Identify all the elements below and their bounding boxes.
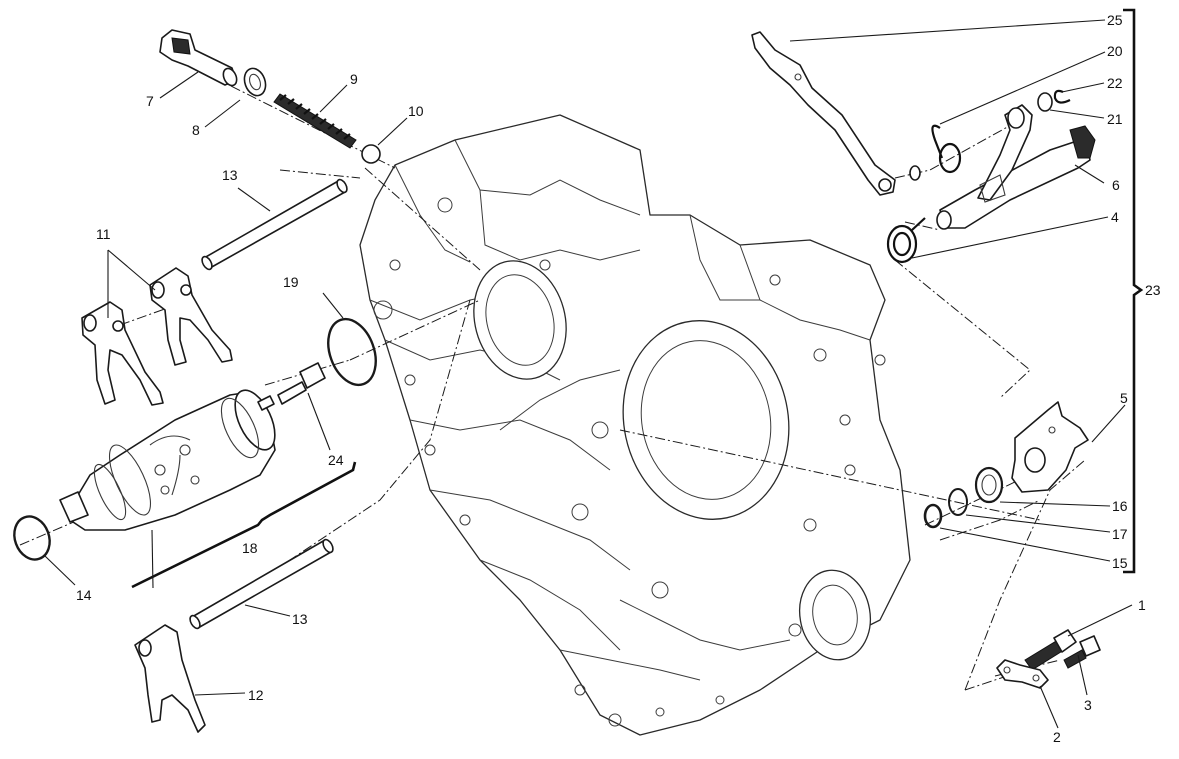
part-21-washer[interactable]: [1037, 92, 1053, 112]
callout-16: 16: [1112, 498, 1128, 514]
part-8-washer[interactable]: [241, 65, 269, 98]
callout-11: 11: [96, 226, 111, 242]
part-9-spring[interactable]: [273, 93, 357, 149]
callout-3: 3: [1084, 697, 1092, 713]
part-24-pin[interactable]: [277, 362, 326, 405]
callout-13-lower: 13: [292, 611, 308, 627]
callout-5: 5: [1120, 390, 1128, 406]
callout-14: 14: [76, 587, 92, 603]
part-18-selector-drum[interactable]: [59, 384, 283, 531]
part-11-selector-fork-a[interactable]: [81, 301, 164, 406]
part-15-circlip[interactable]: [923, 503, 943, 529]
callout-25: 25: [1107, 12, 1123, 28]
callout-1: 1: [1138, 597, 1146, 613]
callout-23: 23: [1145, 282, 1161, 298]
callout-18: 18: [242, 540, 258, 556]
crankcase-half: [359, 114, 911, 736]
callout-6: 6: [1112, 177, 1120, 193]
callout-17: 17: [1112, 526, 1128, 542]
part-13-lower-shaft[interactable]: [188, 538, 335, 630]
callout-19: 19: [283, 274, 299, 290]
callout-2: 2: [1053, 729, 1061, 745]
bracket-18: [131, 461, 357, 589]
callout-12: 12: [248, 687, 264, 703]
part-11-selector-fork-b[interactable]: [149, 267, 233, 366]
part-3-screw[interactable]: [1063, 635, 1101, 669]
callout-labels: 1 2 3 4 5 6 7 8 9 10 11 12 13 13 14 15 1…: [76, 12, 1161, 745]
callout-8: 8: [192, 122, 200, 138]
part-10-ball[interactable]: [361, 144, 381, 164]
part-7-pivot-pin[interactable]: [159, 29, 239, 88]
bracket-23: [1123, 8, 1144, 574]
part-19-o-ring[interactable]: [320, 313, 385, 392]
part-14-circlip[interactable]: [9, 512, 56, 565]
callout-15: 15: [1112, 555, 1128, 571]
part-1-screw[interactable]: [1024, 629, 1077, 671]
callout-21: 21: [1107, 111, 1123, 127]
part-5-plate[interactable]: [1011, 401, 1089, 493]
callout-4: 4: [1111, 209, 1119, 225]
callout-20: 20: [1107, 43, 1123, 59]
callout-9: 9: [350, 71, 358, 87]
part-22-circlip[interactable]: [1053, 89, 1071, 104]
leader-lines: [44, 19, 1133, 729]
part-16-seal[interactable]: [974, 466, 1004, 504]
part-17-washer[interactable]: [948, 488, 968, 516]
part-20-spring[interactable]: [931, 124, 962, 174]
callout-10: 10: [408, 103, 424, 119]
callout-22: 22: [1107, 75, 1123, 91]
callout-24: 24: [328, 452, 344, 468]
part-2-plate[interactable]: [996, 659, 1049, 689]
callout-7: 7: [146, 93, 154, 109]
part-6-gearchange-shaft[interactable]: [936, 104, 1096, 230]
part-12-selector-fork[interactable]: [134, 624, 206, 733]
part-25-lever[interactable]: [751, 31, 921, 196]
part-13-upper-shaft[interactable]: [200, 178, 349, 271]
callout-13-upper: 13: [222, 167, 238, 183]
part-4-return-spring[interactable]: [886, 217, 926, 264]
